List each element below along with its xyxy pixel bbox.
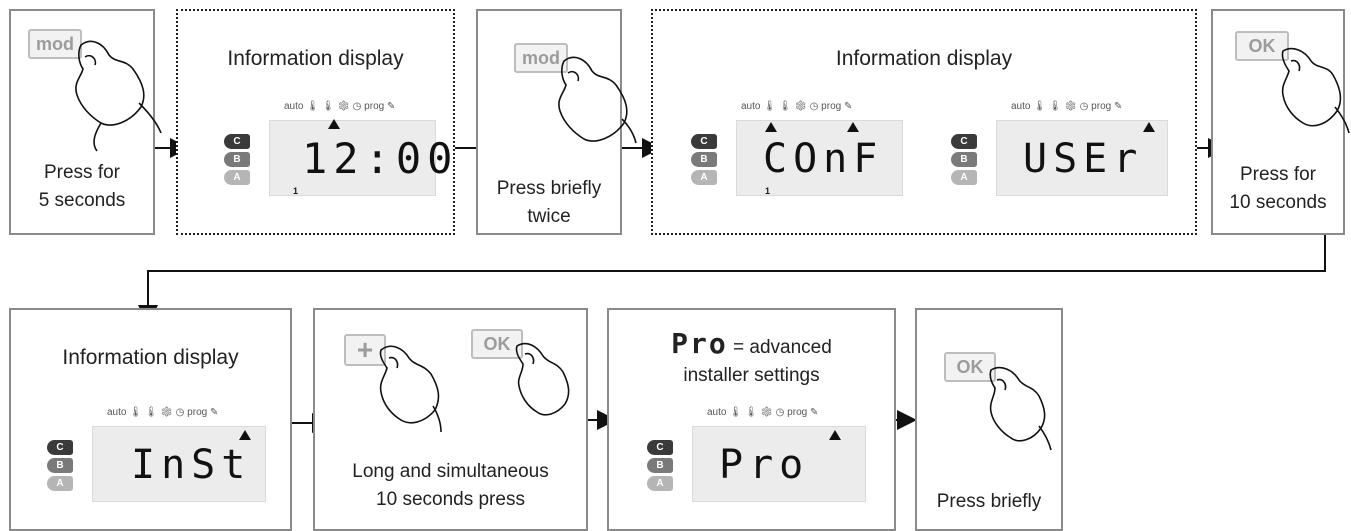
step-caption: Long and simultaneous 10 seconds press <box>352 461 549 510</box>
step-caption: Press for 5 seconds <box>38 162 126 211</box>
lcd-status-icons: auto 🌡 🌡 ❄ ◷ prog ✎ <box>284 101 396 112</box>
hand-icon-left <box>379 345 442 433</box>
indicator-arrow <box>847 122 859 132</box>
lcd-status-icons: auto 🌡 🌡 ❄ ◷ prog ✎ <box>1011 101 1123 112</box>
mode-button[interactable]: mod <box>514 43 568 73</box>
hour-marker: 1 <box>293 186 299 196</box>
lcd-screen-user: auto 🌡 🌡 ❄ ◷ prog ✎ C B A USEr <box>943 96 1173 196</box>
level-a-badge: A <box>647 476 673 491</box>
lcd-status-icons: auto 🌡 🌡 ❄ ◷ prog ✎ <box>107 407 219 418</box>
lcd-readout: 12:00 <box>302 134 459 183</box>
lcd-readout: USEr <box>1023 136 1144 182</box>
pro-symbol: Pro <box>671 327 728 360</box>
step-press-ok-10s: OK Press for 10 seconds <box>1211 9 1350 235</box>
indicator-arrow <box>765 122 777 132</box>
level-b-badge: B <box>224 152 250 167</box>
step-press-ok-briefly: OK Press briefly <box>915 308 1063 531</box>
step-press-plus-and-ok: + OK Long and simultaneous 10 seconds pr… <box>313 308 588 531</box>
hand-icon <box>558 56 637 144</box>
level-c-badge: C <box>647 440 673 455</box>
arrow-wrap <box>138 234 1326 325</box>
installer-settings-panel: Pro = advanced installer settings auto 🌡… <box>607 308 896 531</box>
step-caption: Press briefly twice <box>496 178 602 227</box>
step-press-mod-twice: mod Press briefly twice <box>476 9 637 235</box>
level-a-badge: A <box>47 476 73 491</box>
hand-icon <box>75 40 162 152</box>
step-caption: Press for 10 seconds <box>1229 164 1327 213</box>
level-c-badge: C <box>951 134 977 149</box>
hand-icon <box>1281 47 1350 134</box>
level-b-badge: B <box>951 152 977 167</box>
panel-title: Pro = advanced installer settings <box>671 327 832 387</box>
plus-button[interactable]: + <box>344 334 386 366</box>
level-b-badge: B <box>47 458 73 473</box>
ok-button[interactable]: OK <box>1235 31 1289 61</box>
indicator-arrow <box>829 430 841 440</box>
lcd-status-icons: auto 🌡 🌡 ❄ ◷ prog ✎ <box>741 101 853 112</box>
lcd-screen: auto 🌡 🌡 ❄ ◷ prog ✎ C B A 12:00 1 <box>216 96 452 196</box>
level-c-badge: C <box>691 134 717 149</box>
lcd-readout: COnF <box>763 136 884 182</box>
level-c-badge: C <box>224 134 250 149</box>
lcd-readout: Pro <box>719 442 810 488</box>
panel-title: Information display <box>835 47 1013 70</box>
indicator-arrow <box>239 430 251 440</box>
panel-title: Information display <box>227 47 404 70</box>
panel-title: Information display <box>62 346 239 369</box>
information-display-panel-1: Information display auto 🌡 🌡 ❄ ◷ prog ✎ … <box>176 9 455 235</box>
information-display-panel-3: Information display auto 🌡 🌡 ❄ ◷ prog ✎ … <box>9 308 292 531</box>
hand-icon <box>989 366 1052 451</box>
lcd-status-icons: auto 🌡 🌡 ❄ ◷ prog ✎ <box>707 407 819 418</box>
lcd-screen-inst: auto 🌡 🌡 ❄ ◷ prog ✎ C B A InSt <box>39 402 269 502</box>
hand-icon-right <box>515 342 570 416</box>
level-b-badge: B <box>647 458 673 473</box>
lcd-screen-conf: auto 🌡 🌡 ❄ ◷ prog ✎ C B A COnF 1 <box>683 96 903 196</box>
level-a-badge: A <box>691 170 717 185</box>
level-b-badge: B <box>691 152 717 167</box>
hour-marker: 1 <box>765 186 771 196</box>
information-display-panel-2: Information display auto 🌡 🌡 ❄ ◷ prog ✎ … <box>651 9 1197 235</box>
level-a-badge: A <box>951 170 977 185</box>
ok-button[interactable]: OK <box>944 352 996 382</box>
indicator-arrow <box>328 119 340 129</box>
level-c-badge: C <box>47 440 73 455</box>
lcd-readout: InSt <box>131 442 252 488</box>
step-press-mod-5s: mod Press for 5 seconds <box>9 9 162 235</box>
step-caption: Press briefly <box>936 491 1042 512</box>
indicator-arrow <box>1143 122 1155 132</box>
lcd-screen-pro: auto 🌡 🌡 ❄ ◷ prog ✎ C B A Pro <box>639 402 869 502</box>
level-a-badge: A <box>224 170 250 185</box>
mode-button[interactable]: mod <box>28 29 82 59</box>
ok-button[interactable]: OK <box>471 329 523 359</box>
